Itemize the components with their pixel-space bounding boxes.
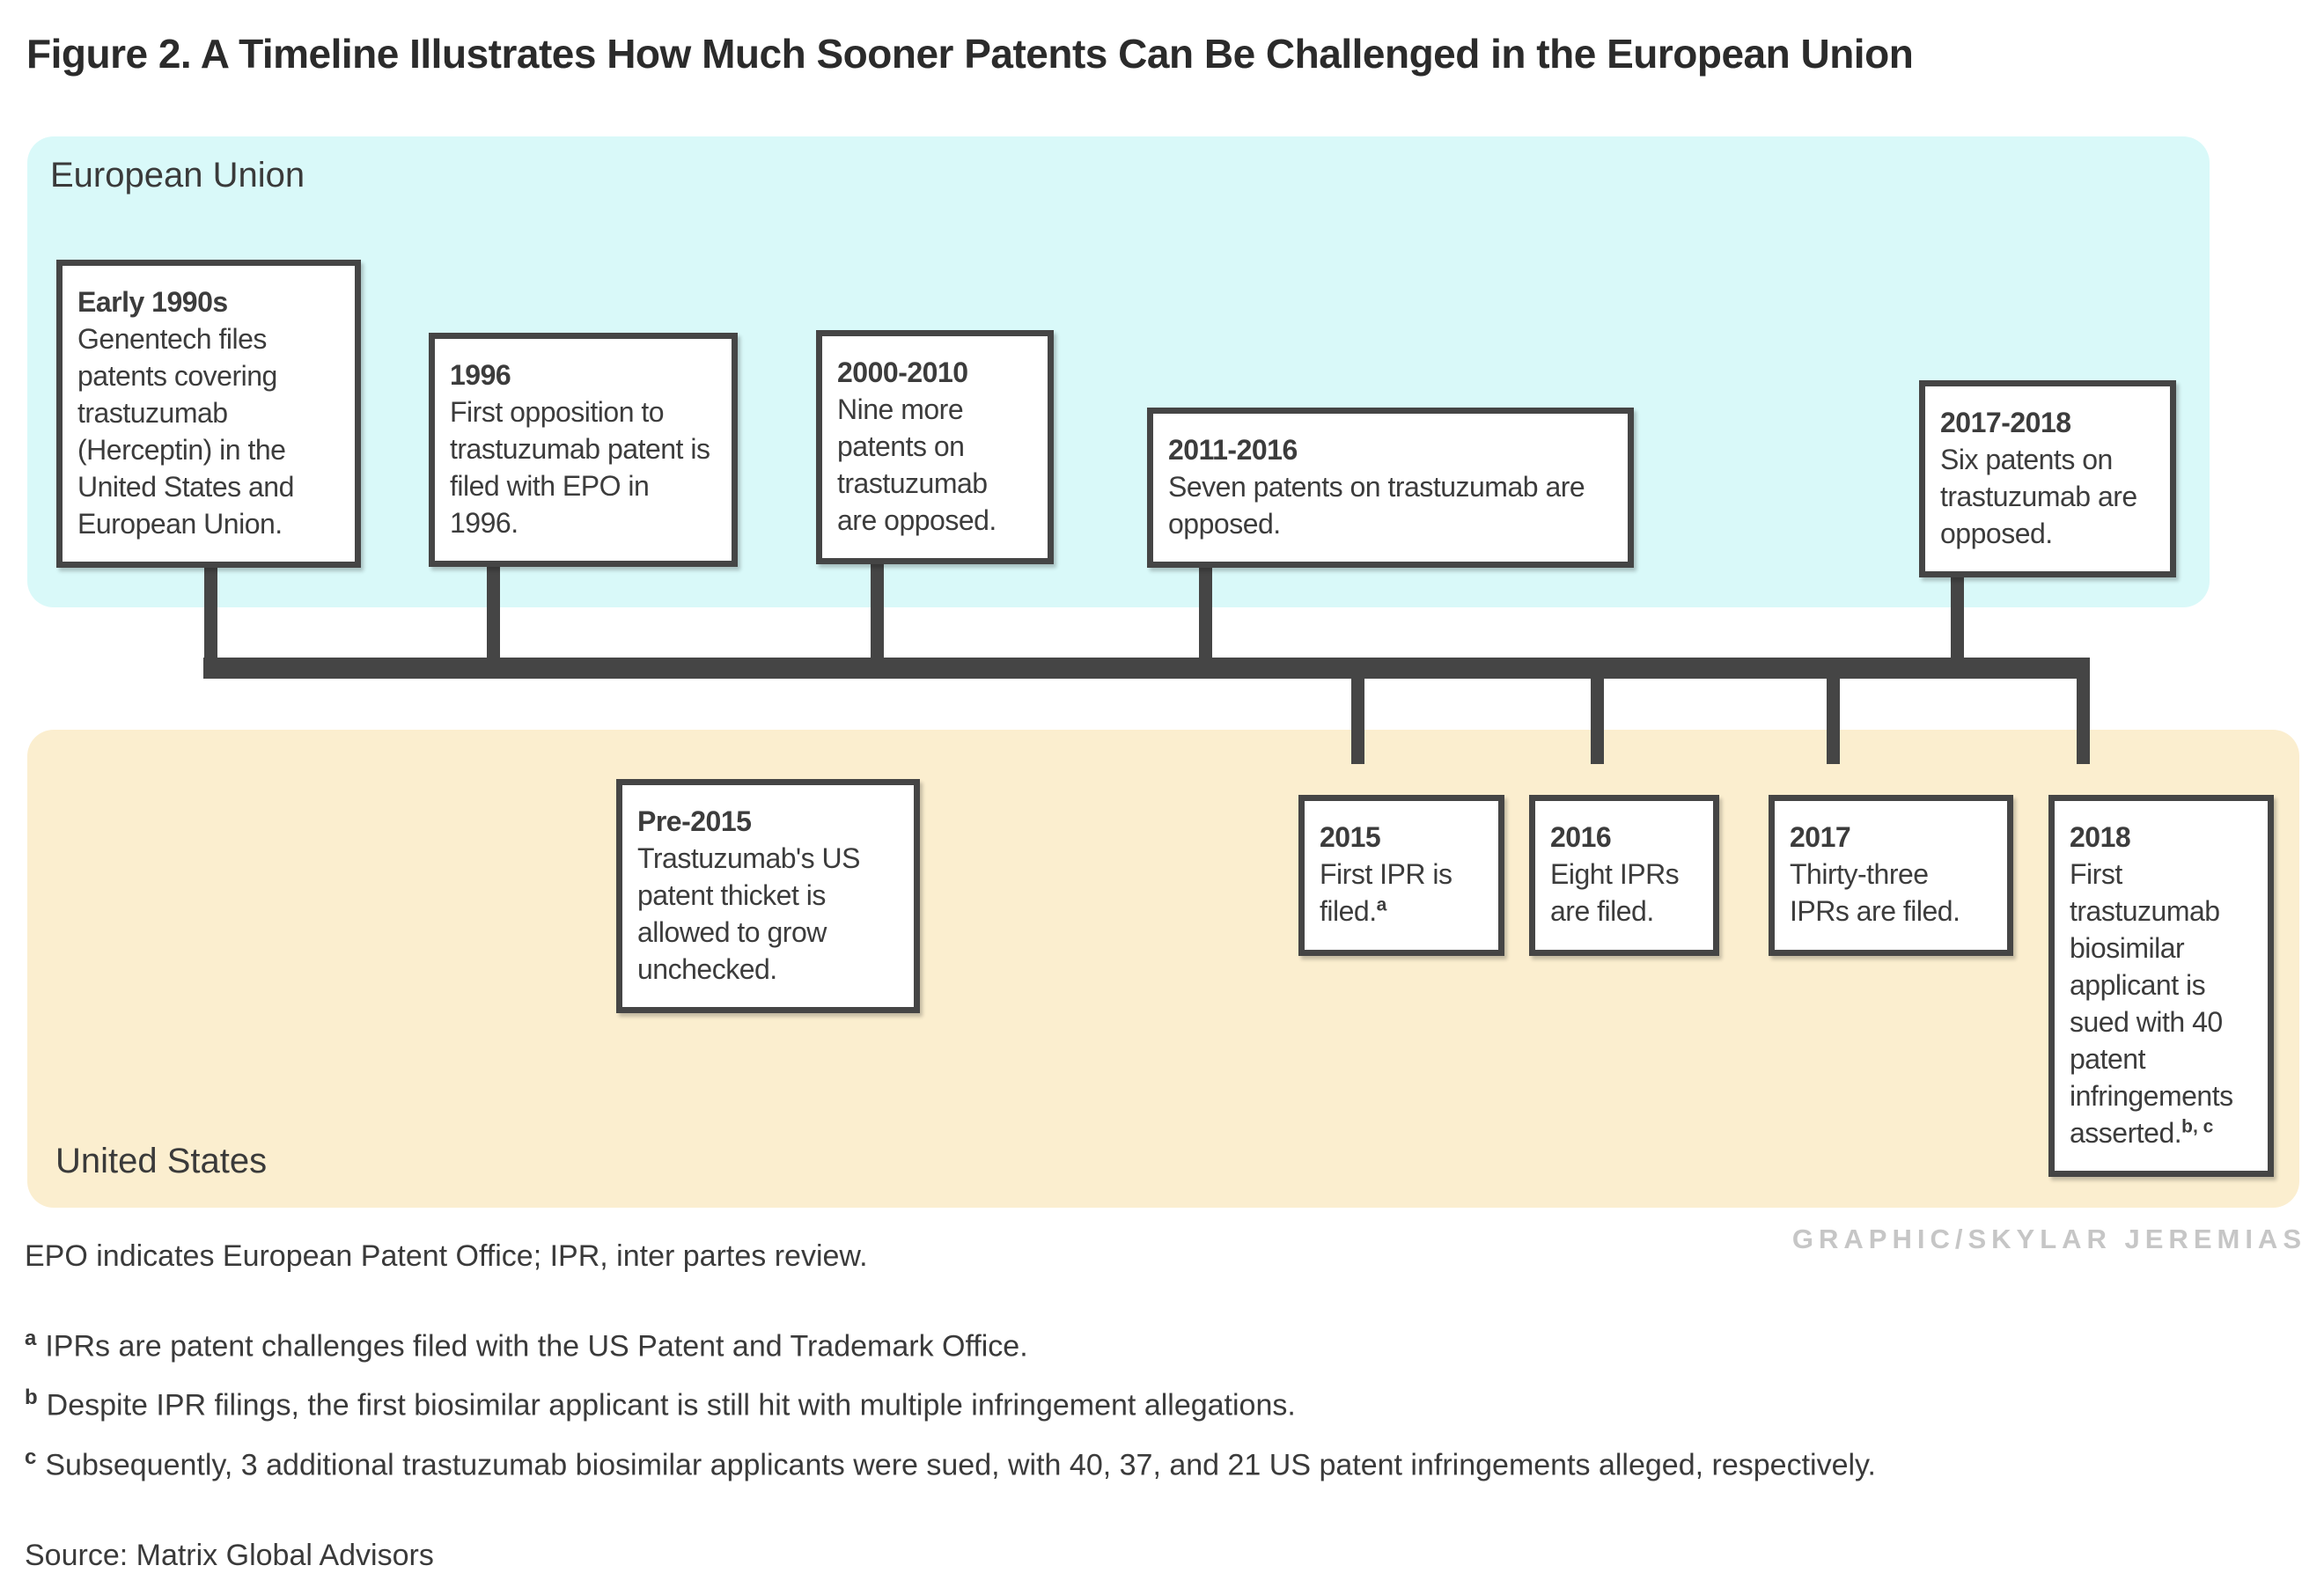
event-year: 2000-2010 bbox=[837, 356, 968, 388]
connector-eu-1996 bbox=[487, 541, 500, 658]
footnotes: a IPRs are patent challenges filed with t… bbox=[25, 1319, 1876, 1496]
event-year: 2011-2016 bbox=[1168, 434, 1298, 466]
abbreviation-note: EPO indicates European Patent Office; IP… bbox=[25, 1239, 868, 1273]
footnote-marker: b bbox=[25, 1386, 38, 1410]
event-box-us-2015: 2015 First IPR is filed.a bbox=[1298, 795, 1504, 956]
event-box-us-2017: 2017 Thirty-three IPRs are filed. bbox=[1769, 795, 2013, 956]
event-year: 2018 bbox=[2070, 821, 2131, 853]
event-box-eu-1996: 1996 First opposition to trastuzumab pat… bbox=[429, 333, 738, 567]
event-box-eu-early-1990s: Early 1990s Genentech files patents cove… bbox=[56, 260, 361, 568]
figure-title: Figure 2. A Timeline Illustrates How Muc… bbox=[26, 31, 1914, 77]
us-region-label: United States bbox=[55, 1142, 268, 1180]
graphic-credit: GRAPHIC/SKYLAR JEREMIAS bbox=[1791, 1224, 2306, 1254]
event-text: Genentech files patents covering trastuz… bbox=[77, 323, 294, 540]
event-year: Pre-2015 bbox=[637, 805, 752, 837]
event-text: Trastuzumab's US patent thicket is allow… bbox=[637, 842, 861, 985]
footnote-text: Subsequently, 3 additional trastuzumab b… bbox=[45, 1447, 1876, 1481]
event-year: 2015 bbox=[1320, 821, 1381, 853]
event-text: Thirty-three IPRs are filed. bbox=[1790, 858, 1960, 927]
connector-eu-2011-2016 bbox=[1199, 555, 1212, 658]
connector-us-2017 bbox=[1827, 677, 1840, 764]
footnote-b: b Despite IPR filings, the first biosimil… bbox=[25, 1378, 1876, 1425]
connector-eu-early-1990s bbox=[204, 544, 217, 658]
footnote-text: IPRs are patent challenges filed with th… bbox=[45, 1329, 1028, 1363]
event-box-eu-2000-2010: 2000-2010 Nine more patents on trastuzum… bbox=[816, 330, 1054, 564]
event-box-eu-2011-2016: 2011-2016 Seven patents on trastuzumab a… bbox=[1147, 408, 1634, 568]
footnote-marker: a bbox=[25, 1327, 37, 1350]
footnote-marker: b, c bbox=[2181, 1116, 2214, 1137]
event-year: 2016 bbox=[1550, 821, 1612, 853]
connector-us-2016 bbox=[1591, 677, 1604, 764]
event-year: Early 1990s bbox=[77, 286, 228, 318]
connector-eu-2000-2010 bbox=[871, 541, 884, 658]
event-text: Seven patents on trastuzumab are opposed… bbox=[1168, 471, 1585, 540]
eu-region: European Union bbox=[27, 136, 2210, 607]
event-box-us-pre-2015: Pre-2015 Trastuzumab's US patent thicket… bbox=[616, 779, 920, 1013]
event-year: 2017-2018 bbox=[1940, 407, 2071, 438]
connector-us-2015 bbox=[1351, 677, 1364, 764]
event-box-us-2018: 2018 First trastuzumab biosimilar applic… bbox=[2048, 795, 2274, 1177]
event-year: 1996 bbox=[450, 359, 511, 391]
footnote-a: a IPRs are patent challenges filed with t… bbox=[25, 1319, 1876, 1366]
source-line: Source: Matrix Global Advisors bbox=[25, 1539, 434, 1572]
connector-us-2018 bbox=[2077, 677, 2090, 764]
footnote-text: Despite IPR filings, the first biosimila… bbox=[46, 1388, 1296, 1422]
footnote-c: c Subsequently, 3 additional trastuzumab … bbox=[25, 1437, 1876, 1485]
eu-region-label: European Union bbox=[50, 156, 305, 195]
event-text: First opposition to trastuzumab patent i… bbox=[450, 396, 710, 539]
timeline-bar bbox=[203, 658, 2090, 679]
event-box-us-2016: 2016 Eight IPRs are filed. bbox=[1529, 795, 1719, 956]
event-box-eu-2017-2018: 2017-2018 Six patents on trastuzumab are… bbox=[1919, 380, 2176, 577]
event-year: 2017 bbox=[1790, 821, 1851, 853]
footnote-marker: c bbox=[25, 1444, 37, 1469]
connector-eu-2017-2018 bbox=[1951, 555, 1964, 658]
event-text: First trastuzumab biosimilar applicant i… bbox=[2070, 858, 2233, 1149]
event-text: First IPR is filed. bbox=[1320, 858, 1452, 927]
event-text: Six patents on trastuzumab are opposed. bbox=[1940, 444, 2137, 549]
footnote-marker: a bbox=[1376, 894, 1387, 915]
event-text: Eight IPRs are filed. bbox=[1550, 858, 1680, 927]
event-text: Nine more patents on trastuzumab are opp… bbox=[837, 393, 997, 536]
